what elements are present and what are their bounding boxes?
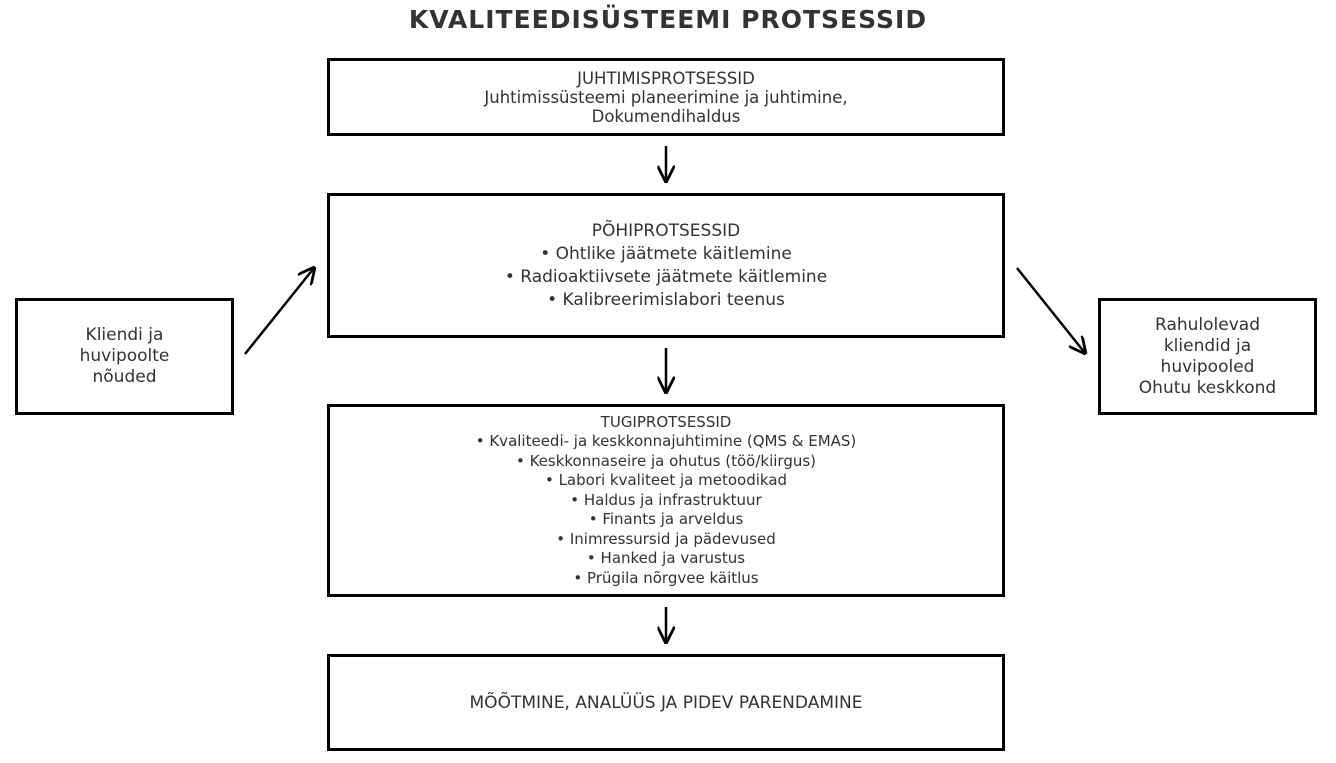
support-heading: TUGIPROTSESSID	[600, 412, 732, 431]
support-item: • Haldus ja infrastruktuur	[570, 490, 762, 509]
input-line: Kliendi ja	[85, 325, 164, 345]
arrow-input-to-core	[244, 268, 314, 355]
output-line: Ohutu keskkond	[1138, 377, 1277, 398]
output-line: huvipooled	[1160, 356, 1255, 377]
support-item: • Finants ja arveldus	[588, 510, 744, 529]
arrow-core-to-output	[1016, 267, 1085, 353]
core-item: • Radioaktiivsete jäätmete käitlemine	[504, 266, 828, 287]
output-line: kliendid ja	[1163, 335, 1252, 356]
input-line: huvipoolte	[79, 346, 170, 366]
support-item: • Keskkonnaseire ja ohutus (töö/kiirgus)	[515, 451, 817, 470]
core-processes-box: PÕHIPROTSESSID • Ohtlike jäätmete käitle…	[327, 193, 1005, 338]
satisfied-customers-box: Rahulolevad kliendid ja huvipooled Ohutu…	[1098, 298, 1317, 415]
management-heading: JUHTIMISPROTSESSID	[577, 68, 755, 88]
core-item: • Kalibreerimislabori teenus	[547, 289, 785, 310]
support-item: • Hanked ja varustus	[586, 549, 746, 568]
support-item: • Prügila nõrgvee käitlus	[573, 568, 759, 587]
core-item: • Ohtlike jäätmete käitlemine	[540, 243, 792, 264]
core-heading: PÕHIPROTSESSID	[591, 220, 741, 241]
management-line: Juhtimissüsteemi planeerimine ja juhtimi…	[484, 87, 848, 107]
input-line: nõuded	[92, 367, 157, 387]
customer-requirements-box: Kliendi ja huvipoolte nõuded	[15, 298, 234, 415]
support-item: • Inimressursid ja pädevused	[556, 529, 776, 548]
management-processes-box: JUHTIMISPROTSESSID Juhtimissüsteemi plan…	[327, 58, 1005, 136]
measurement-label: MÕÕTMINE, ANALÜÜS JA PIDEV PARENDAMINE	[469, 692, 863, 713]
diagram-title: KVALITEEDISÜSTEEMI PROTSESSID	[408, 5, 928, 34]
support-item: • Kvaliteedi- ja keskkonnajuhtimine (QMS…	[475, 432, 857, 451]
management-line: Dokumendihaldus	[591, 106, 741, 126]
support-item: • Labori kvaliteet ja metoodikad	[544, 471, 788, 490]
support-processes-box: TUGIPROTSESSID • Kvaliteedi- ja keskkonn…	[327, 404, 1005, 597]
output-line: Rahulolevad	[1155, 314, 1260, 335]
measurement-box: MÕÕTMINE, ANALÜÜS JA PIDEV PARENDAMINE	[327, 654, 1005, 751]
